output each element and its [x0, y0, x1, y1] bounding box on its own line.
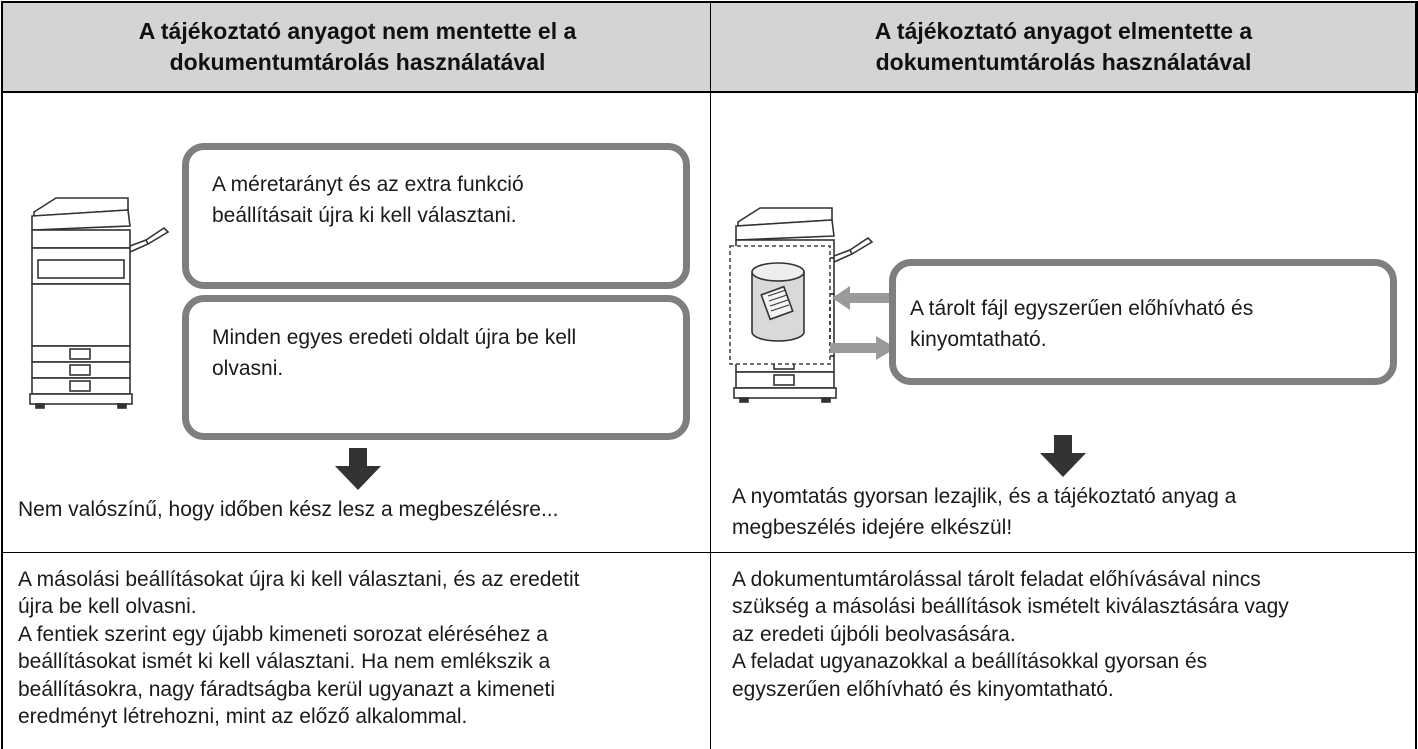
rescan-warning-line1: Minden egyes eredeti oldalt újra be kell — [212, 326, 577, 349]
left-result-caption: Nem valószínű, hogy időben kész lesz a m… — [18, 498, 559, 521]
left-explanation-line: újra be kell olvasni. — [18, 595, 197, 619]
print-arrow-icon — [830, 336, 896, 360]
right-explanation-line: egyszerűen előhívható és kinyomtatható. — [732, 677, 1114, 701]
right-column-header: A tájékoztató anyagot elmentette a dokum… — [711, 1, 1418, 93]
right-header-line1: A tájékoztató anyagot elmentette a — [874, 18, 1253, 44]
retrieve-arrow-icon — [832, 286, 894, 310]
left-header-line2: dokumentumtárolás használatával — [169, 49, 546, 75]
right-explanation-line: A dokumentumtárolással tárolt feladat el… — [732, 568, 1261, 591]
stored-file-line2: kinyomtatható. — [910, 328, 1047, 351]
stored-file-bubble: A tárolt fájl egyszerűen előhívható és k… — [889, 259, 1397, 385]
right-header-line2: dokumentumtárolás használatával — [875, 49, 1252, 75]
down-arrow-icon — [335, 448, 381, 490]
right-explanation-line: A feladat ugyanazokkal a beállításokkal … — [732, 650, 1208, 674]
left-border — [1, 1, 3, 749]
left-explanation: A másolási beállításokat újra ki kell vá… — [18, 566, 579, 730]
left-explanation-line: beállításokra, nagy fáradtságba kerül ug… — [18, 677, 555, 701]
down-arrow-icon — [1040, 435, 1086, 477]
settings-warning-line2: beállításait újra ki kell választani. — [212, 204, 517, 227]
left-explanation-line: A fentiek szerint egy újabb kimeneti sor… — [18, 622, 548, 646]
right-result-line1: A nyomtatás gyorsan lezajlik, és a tájék… — [732, 485, 1237, 508]
right-explanation: A dokumentumtárolással tárolt feladat el… — [732, 566, 1289, 703]
copier-with-storage-icon — [729, 207, 874, 403]
stored-file-line1: A tárolt fájl egyszerűen előhívható és — [910, 297, 1254, 320]
left-column-header: A tájékoztató anyagot nem mentette el a … — [1, 1, 713, 93]
rescan-warning-line2: olvasni. — [212, 357, 284, 380]
right-border — [1415, 1, 1417, 749]
rescan-warning-bubble: Minden egyes eredeti oldalt újra be kell… — [182, 295, 690, 440]
right-explanation-line: az eredeti újbóli beolvasására. — [732, 622, 1016, 646]
settings-warning-bubble: A méretarányt és az extra funkció beállí… — [182, 143, 690, 289]
copier-icon — [29, 197, 170, 409]
right-explanation-line: szükség a másolási beállítások ismételt … — [732, 595, 1289, 619]
right-result-line2: megbeszélés idejére elkészül! — [732, 516, 1013, 539]
right-result-caption: A nyomtatás gyorsan lezajlik, és a tájék… — [732, 481, 1236, 543]
left-header-line1: A tájékoztató anyagot nem mentette el a — [138, 18, 577, 44]
left-explanation-line: A másolási beállításokat újra ki kell vá… — [18, 568, 580, 591]
settings-warning-line1: A méretarányt és az extra funkció — [212, 173, 524, 196]
row-divider — [1, 552, 1417, 553]
left-explanation-line: beállításokat ismét ki kell választani. … — [18, 650, 551, 674]
left-explanation-line: eredményt létrehozni, mint az előző alka… — [18, 705, 468, 729]
column-divider — [710, 1, 711, 749]
